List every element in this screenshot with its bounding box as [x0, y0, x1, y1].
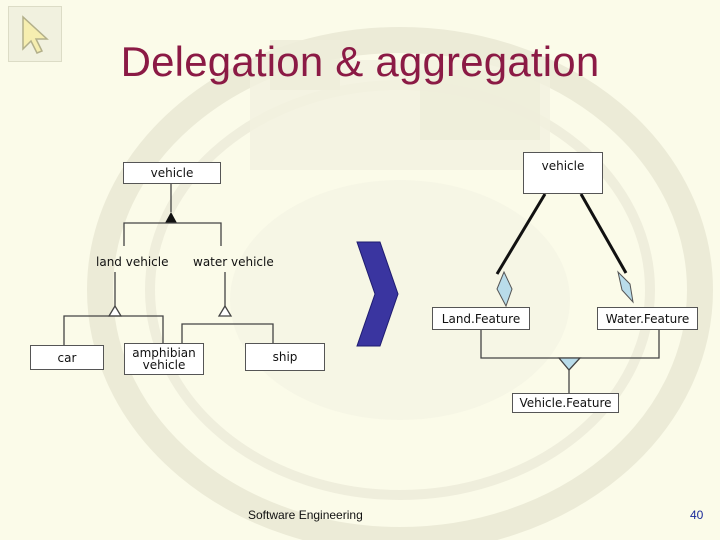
slide-title: Delegation & aggregation	[120, 38, 600, 85]
class-box-amphibian-vehicle: amphibian vehicle	[124, 343, 204, 375]
page-number: 40	[690, 508, 704, 522]
footer-text: Software Engineering	[248, 508, 363, 522]
aggregation-diamond-land	[496, 270, 513, 308]
pointer-arrow-logo	[22, 15, 49, 54]
inheritance-triangle-water	[217, 304, 233, 317]
class-box-car: car	[30, 345, 104, 370]
class-box-water-feature: Water.Feature	[597, 307, 698, 330]
inheritance-triangle-feature	[557, 357, 582, 371]
class-label-land-vehicle: land vehicle	[96, 255, 169, 269]
class-box-vehicle-feature: Vehicle.Feature	[512, 393, 619, 413]
class-box-vehicle-right: vehicle	[523, 152, 603, 194]
inheritance-triangle-filled	[165, 212, 177, 223]
inheritance-triangle-land	[107, 304, 123, 317]
class-box-vehicle: vehicle	[123, 162, 221, 184]
logo	[8, 6, 62, 62]
class-label-water-vehicle: water vehicle	[193, 255, 274, 269]
class-box-ship: ship	[245, 343, 325, 371]
class-box-land-feature: Land.Feature	[432, 307, 530, 330]
chevron-arrow-icon	[356, 241, 399, 347]
aggregation-diamond-water	[617, 270, 634, 304]
